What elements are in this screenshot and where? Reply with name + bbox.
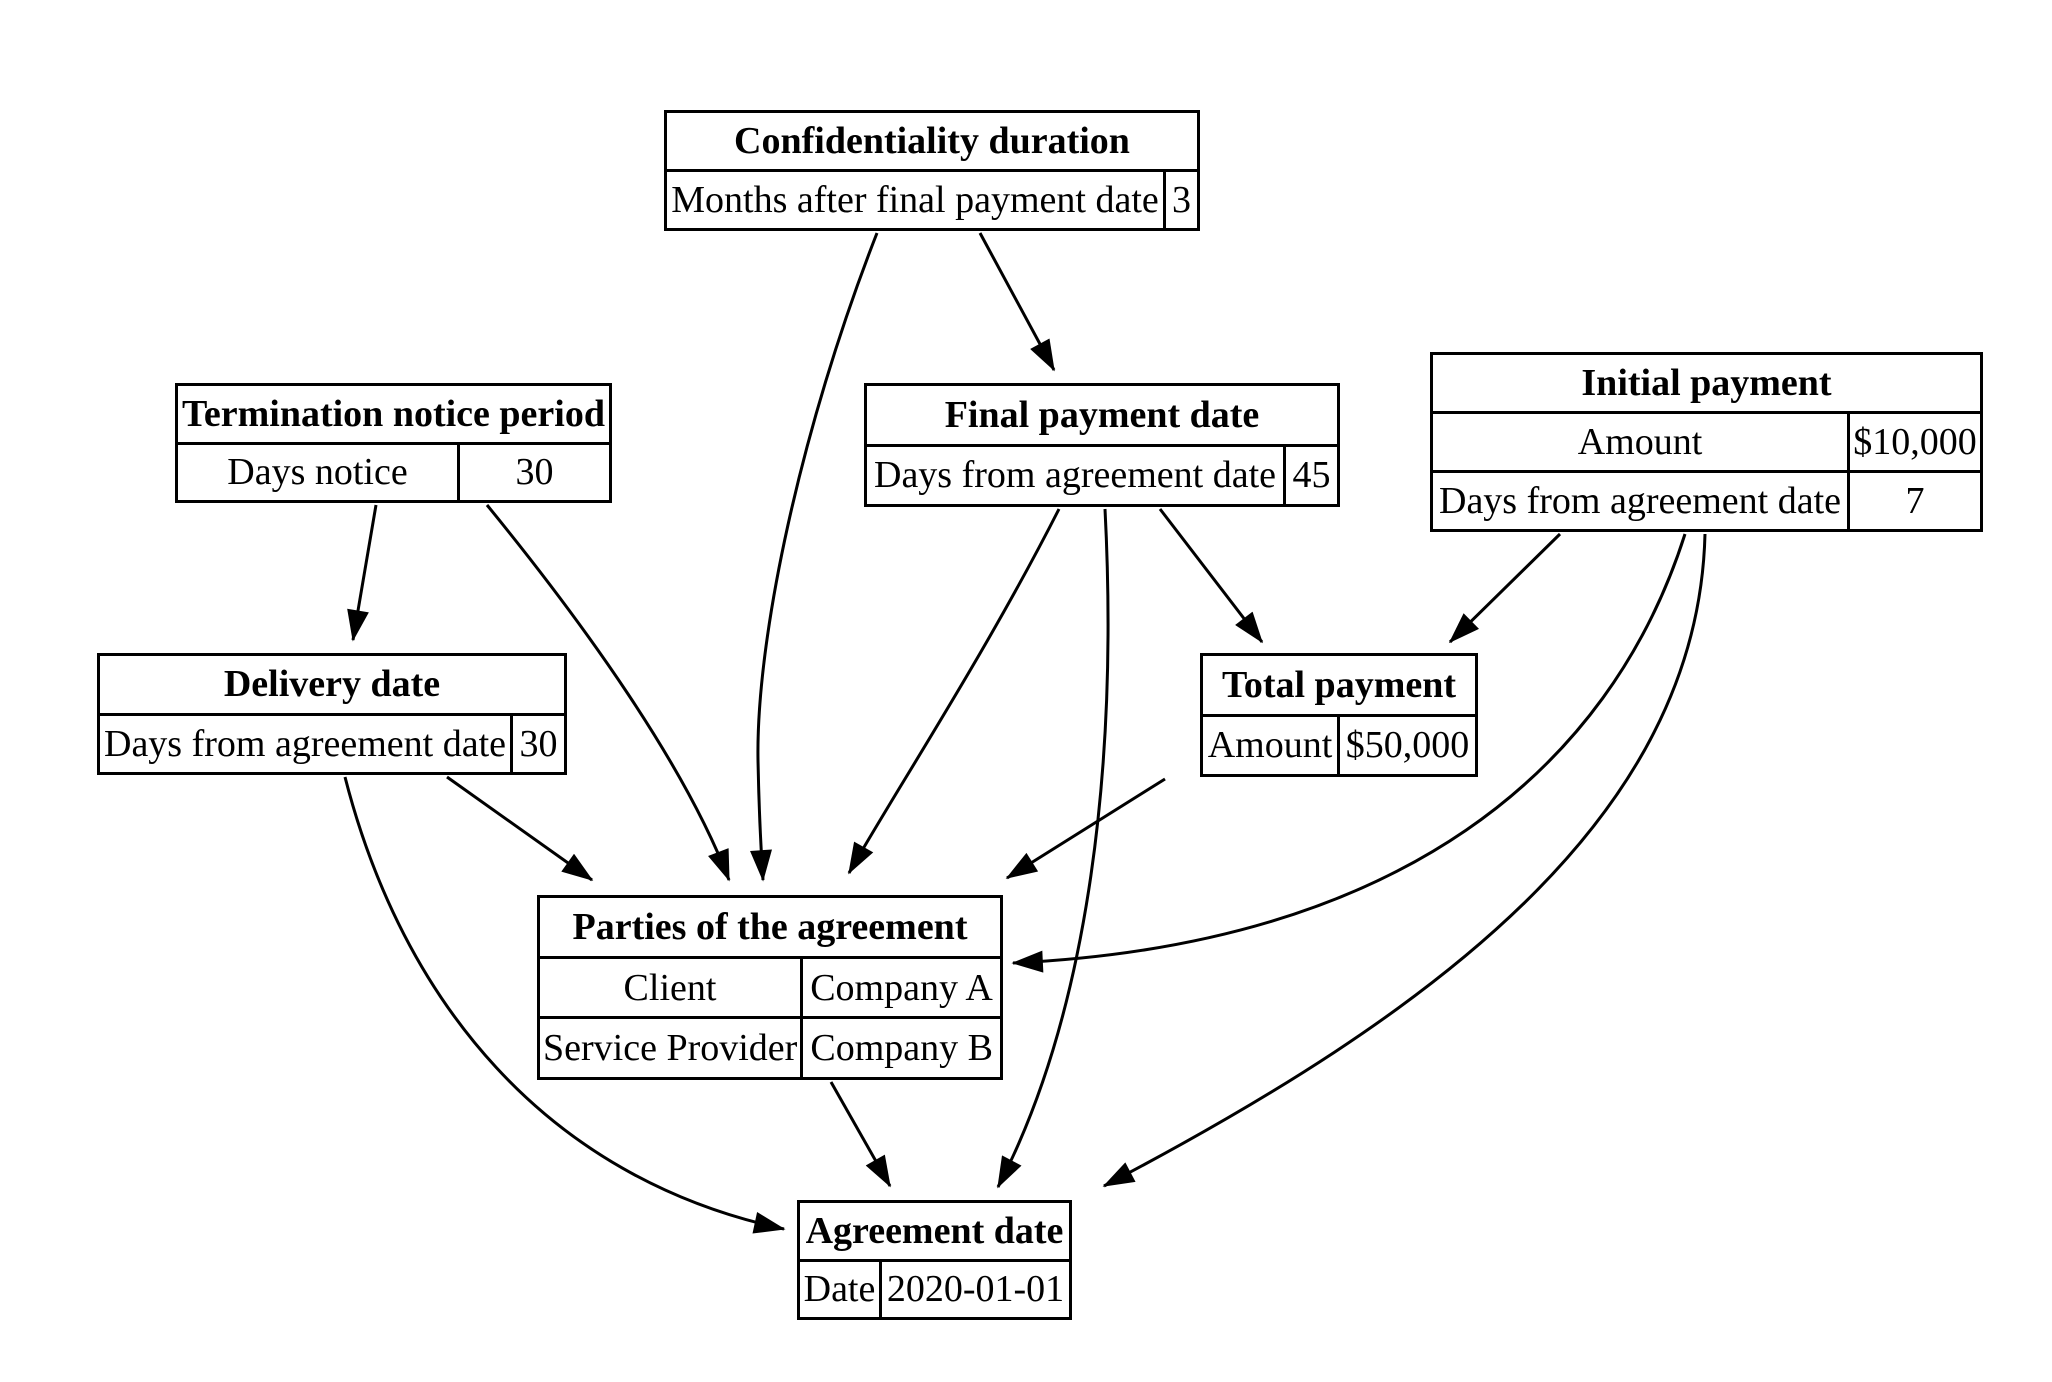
table-row: Months after final payment date 3	[667, 169, 1197, 228]
edge-initial-payment-to-agreement-date	[1102, 533, 1707, 1188]
node-total-payment: Total payment Amount $50,000	[1200, 653, 1478, 777]
node-title: Termination notice period	[182, 392, 605, 435]
row-value: $50,000	[1337, 716, 1475, 774]
table-row: Days from agreement date 30	[100, 712, 564, 772]
node-title: Total payment	[1221, 663, 1456, 706]
table-row: Service Provider Company B	[540, 1016, 1000, 1078]
edge-confidentiality-duration-to-final-payment-date	[978, 232, 1056, 372]
row-label: Days notice	[227, 451, 408, 494]
row-value: 45	[1283, 446, 1337, 504]
table-row: Days from agreement date 45	[867, 443, 1337, 504]
table-row: Client Company A	[540, 955, 1000, 1017]
node-parties-of-the-agreement: Parties of the agreement Client Company …	[537, 895, 1003, 1080]
row-label: Amount	[1577, 421, 1703, 463]
row-label: Service Provider	[543, 1027, 798, 1070]
row-label: Date	[803, 1268, 876, 1311]
row-value: 30	[510, 715, 564, 772]
edge-final-payment-date-to-total-payment	[1158, 508, 1264, 644]
node-confidentiality-duration: Confidentiality duration Months after fi…	[664, 110, 1200, 231]
node-title: Delivery date	[223, 663, 441, 706]
edge-termination-notice-period-to-parties-of-the-agreement	[485, 504, 731, 882]
row-label: Months after final payment date	[671, 179, 1159, 221]
row-label: Client	[623, 966, 717, 1009]
node-agreement-date: Agreement date Date 2020-01-01	[797, 1200, 1072, 1320]
node-title: Confidentiality duration	[734, 120, 1130, 162]
row-value: 7	[1847, 473, 1980, 529]
table-row: Days from agreement date 7	[1433, 470, 1980, 529]
edge-initial-payment-to-parties-of-the-agreement	[1011, 533, 1687, 973]
table-row: Date 2020-01-01	[800, 1258, 1069, 1317]
edge-final-payment-date-to-agreement-date	[996, 508, 1110, 1189]
row-value: 2020-01-01	[879, 1261, 1069, 1317]
edge-termination-notice-period-to-delivery-date	[347, 504, 378, 642]
table-row: Amount $50,000	[1203, 713, 1475, 774]
edge-confidentiality-duration-to-parties-of-the-agreement	[750, 232, 879, 882]
edge-delivery-date-to-parties-of-the-agreement	[446, 775, 594, 882]
row-label: Amount	[1207, 724, 1333, 767]
row-label: Days from agreement date	[104, 722, 506, 765]
table-row: Days notice 30	[178, 441, 609, 500]
node-title: Parties of the agreement	[572, 905, 968, 948]
node-title: Initial payment	[1581, 362, 1832, 404]
row-value: Company A	[800, 958, 1000, 1017]
node-termination-notice-period: Termination notice period Days notice 30	[175, 383, 612, 503]
row-value: Company B	[800, 1019, 1000, 1078]
row-label: Days from agreement date	[1439, 480, 1841, 522]
edge-initial-payment-to-total-payment	[1448, 532, 1562, 644]
node-delivery-date: Delivery date Days from agreement date 3…	[97, 653, 567, 775]
edge-parties-of-the-agreement-to-agreement-date	[829, 1081, 892, 1188]
table-row: Amount $10,000	[1433, 411, 1980, 470]
node-title: Agreement date	[805, 1209, 1064, 1252]
row-label: Days from agreement date	[874, 454, 1276, 497]
node-final-payment-date: Final payment date Days from agreement d…	[864, 383, 1340, 507]
node-initial-payment: Initial payment Amount $10,000 Days from…	[1430, 352, 1983, 532]
edge-delivery-date-to-agreement-date	[343, 776, 786, 1234]
edge-final-payment-date-to-parties-of-the-agreement	[847, 508, 1061, 875]
row-value: 3	[1163, 172, 1197, 228]
row-value: 30	[457, 444, 609, 500]
node-title: Final payment date	[944, 393, 1260, 436]
row-value: $10,000	[1847, 414, 1980, 470]
edge-total-payment-to-parties-of-the-agreement	[1005, 777, 1166, 880]
